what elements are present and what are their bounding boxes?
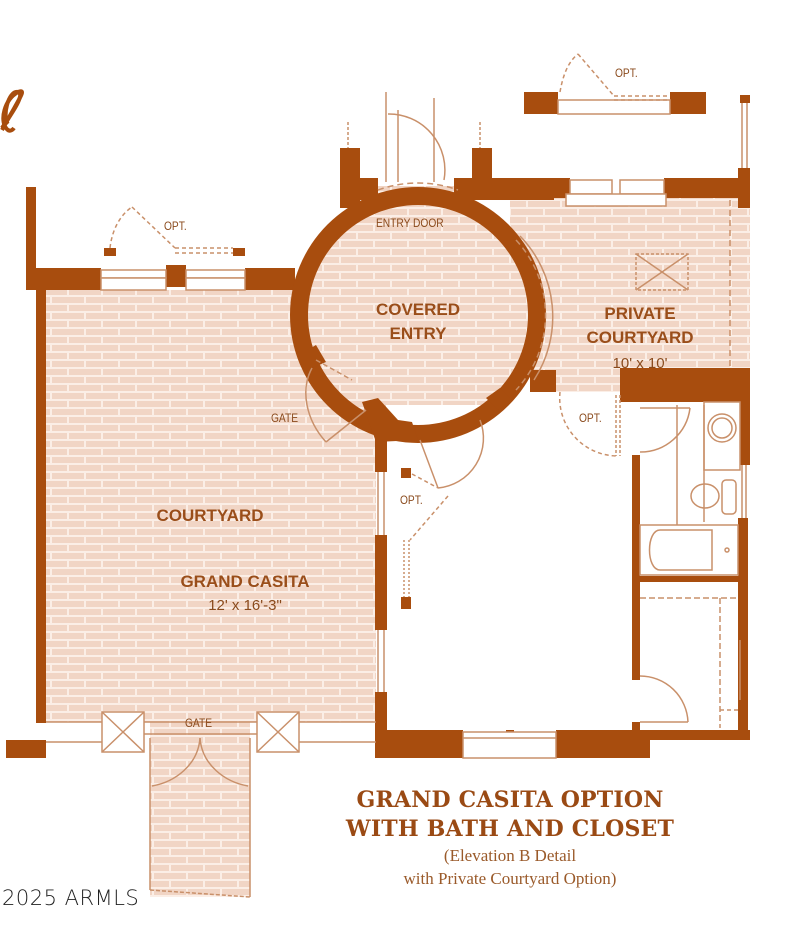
bottom-gate-label: GATE: [185, 716, 213, 730]
grand-casita-label: GRAND CASITA: [180, 572, 310, 591]
decorative-flourish-icon: [0, 90, 22, 130]
side-gate-label: GATE: [271, 411, 299, 425]
covered-entry-title-line2: ENTRY: [389, 324, 447, 343]
walls: [6, 92, 750, 758]
grand-casita-dimensions: 12' x 16'-3": [208, 597, 282, 614]
caption-subtitle-line2: with Private Courtyard Option): [403, 869, 617, 888]
covered-entry-floor: [300, 197, 536, 433]
opt-private-courtyard-door-label: OPT.: [579, 411, 602, 425]
thin-lines: [46, 53, 748, 898]
caption-title-line2: WITH BATH AND CLOSET: [345, 816, 675, 842]
private-courtyard-title-line2: COURTYARD: [586, 328, 694, 347]
entry-door-label: ENTRY DOOR: [376, 216, 444, 230]
watermark: 2025 ARMLS: [2, 886, 140, 910]
opt-casita-door-label: OPT.: [400, 493, 423, 507]
caption-subtitle-line1: (Elevation B Detail: [443, 846, 577, 865]
casita-interior: [386, 405, 636, 730]
covered-entry-title-line1: COVERED: [375, 300, 461, 319]
private-courtyard-title-line1: PRIVATE: [604, 304, 676, 323]
covered-entry-label: COVERED ENTRY: [358, 298, 478, 346]
private-courtyard-floor: [510, 196, 750, 376]
plan-caption: GRAND CASITA OPTION WITH BATH AND CLOSET…: [320, 786, 700, 890]
caption-title-line1: GRAND CASITA OPTION: [356, 787, 664, 813]
opt-top-left-label: OPT.: [164, 219, 187, 233]
gate-walkway-floor: [150, 735, 250, 897]
private-courtyard-dimensions: 10' x 10': [612, 355, 668, 372]
brick-floors: [46, 186, 750, 897]
private-courtyard-label: PRIVATE COURTYARD: [570, 302, 710, 350]
courtyard-label: COURTYARD: [156, 506, 264, 525]
opt-top-right-label: OPT.: [615, 66, 638, 80]
